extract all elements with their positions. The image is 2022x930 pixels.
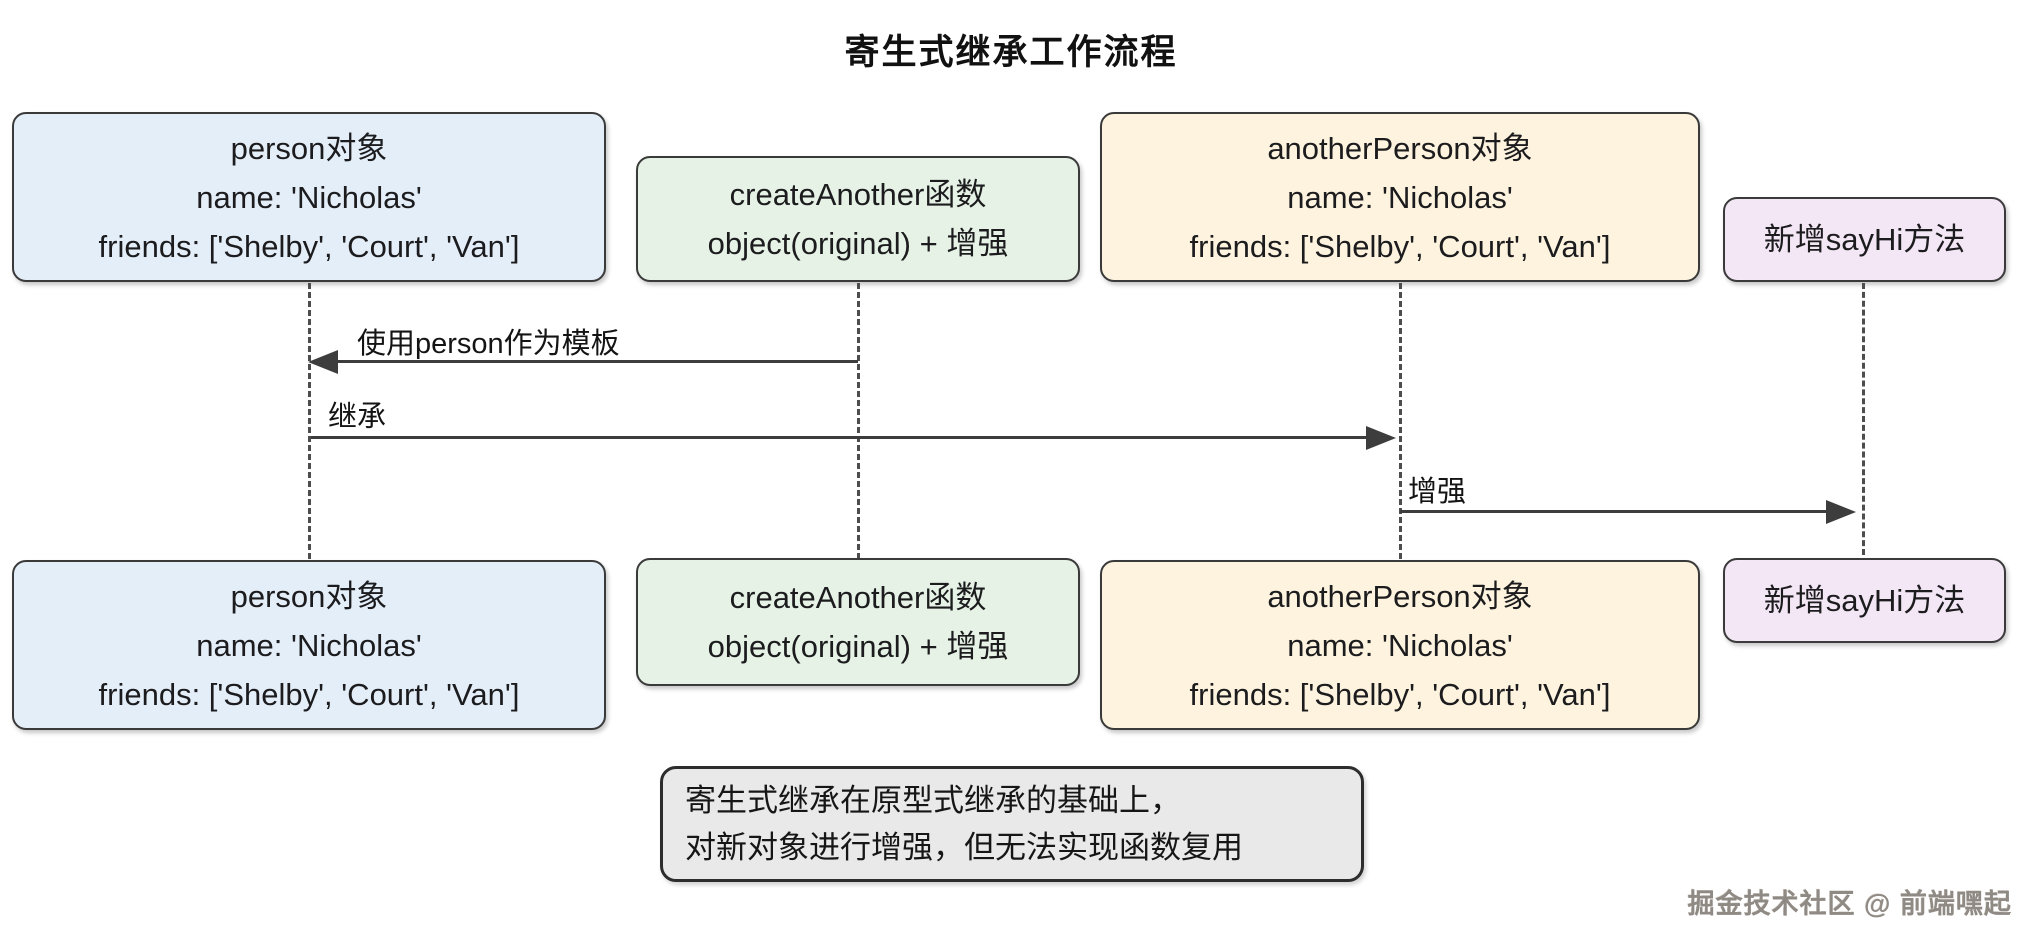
- lifeline-createanother: [857, 283, 860, 559]
- arrowhead-right-icon: [1826, 500, 1856, 524]
- actor-line: friends: ['Shelby', 'Court', 'Van']: [98, 228, 520, 264]
- arrowhead-left-icon: [308, 350, 338, 374]
- actor-line: object(original) + 增强: [707, 226, 1009, 261]
- actor-line: createAnother函数: [729, 177, 987, 212]
- note-line: 寄生式继承在原型式继承的基础上，: [685, 783, 1181, 818]
- actor-line: person对象: [230, 578, 388, 614]
- actor-line: name: 'Nicholas': [196, 179, 422, 215]
- arrowhead-right-icon: [1366, 426, 1396, 450]
- lifeline-anotherperson: [1399, 283, 1402, 559]
- message-augment-line: [1400, 510, 1828, 513]
- actor-line: 新增sayHi方法: [1763, 583, 1966, 618]
- actor-sayhi-top: 新增sayHi方法: [1723, 197, 2006, 282]
- actor-line: createAnother函数: [729, 580, 987, 615]
- actor-sayhi-bottom: 新增sayHi方法: [1723, 558, 2006, 643]
- actor-line: 新增sayHi方法: [1763, 222, 1966, 257]
- actor-createanother-top: createAnother函数 object(original) + 增强: [636, 156, 1080, 282]
- actor-line: friends: ['Shelby', 'Court', 'Van']: [1189, 676, 1611, 712]
- actor-line: name: 'Nicholas': [196, 627, 422, 663]
- actor-line: anotherPerson对象: [1267, 130, 1533, 166]
- lifeline-person: [308, 283, 311, 559]
- actor-line: person对象: [230, 130, 388, 166]
- message-augment-label: 增强: [1408, 476, 1467, 508]
- actor-line: object(original) + 增强: [707, 629, 1009, 664]
- actor-anotherperson-bottom: anotherPerson对象 name: 'Nicholas' friends…: [1100, 560, 1700, 730]
- note-line: 对新对象进行增强，但无法实现函数复用: [685, 830, 1243, 865]
- actor-person-bottom: person对象 name: 'Nicholas' friends: ['She…: [12, 560, 606, 730]
- actor-person-top: person对象 name: 'Nicholas' friends: ['She…: [12, 112, 606, 282]
- actor-createanother-bottom: createAnother函数 object(original) + 增强: [636, 558, 1080, 686]
- diagram-title: 寄生式继承工作流程: [844, 33, 1178, 72]
- actor-line: friends: ['Shelby', 'Court', 'Van']: [1189, 228, 1611, 264]
- message-inherit-line: [311, 436, 1369, 439]
- actor-anotherperson-top: anotherPerson对象 name: 'Nicholas' friends…: [1100, 112, 1700, 282]
- message-use-template-line: [318, 360, 858, 363]
- message-inherit-label: 继承: [328, 401, 387, 433]
- message-use-template-label: 使用person作为模板: [357, 328, 620, 360]
- actor-line: anotherPerson对象: [1267, 578, 1533, 614]
- actor-line: name: 'Nicholas': [1287, 179, 1513, 215]
- watermark: 掘金技术社区 @ 前端嘿起: [1687, 889, 2012, 919]
- actor-line: friends: ['Shelby', 'Court', 'Van']: [98, 676, 520, 712]
- note-box: 寄生式继承在原型式继承的基础上， 对新对象进行增强，但无法实现函数复用: [660, 766, 1364, 882]
- lifeline-sayhi: [1862, 283, 1865, 555]
- actor-line: name: 'Nicholas': [1287, 627, 1513, 663]
